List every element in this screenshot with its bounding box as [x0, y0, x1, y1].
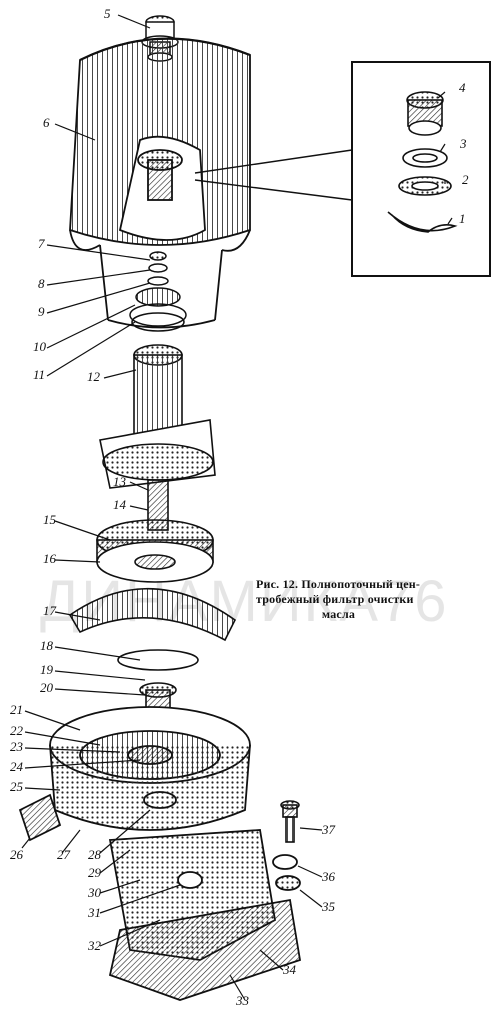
callout-1: 4: [459, 80, 466, 95]
rotor-cover-6: [69, 37, 251, 329]
callout-18: 18: [40, 638, 53, 653]
callout-3: 2: [462, 172, 469, 187]
callout-31: 31: [88, 905, 101, 920]
callout-35: 35: [322, 899, 335, 914]
callout-13: 13: [113, 474, 126, 489]
callout-15: 15: [43, 512, 56, 527]
callout-8: 8: [38, 276, 45, 291]
caption-line-1: Рис. 12. Полнопоточный цен-: [256, 577, 421, 591]
callout-28: 28: [88, 847, 101, 862]
callout-32: 32: [88, 938, 101, 953]
callout-11: 11: [33, 367, 46, 382]
callout-20: 20: [40, 680, 53, 695]
callout-23: 23: [10, 739, 23, 754]
detail-inset: [194, 61, 491, 277]
callout-26: 26: [10, 847, 23, 862]
callout-9: 9: [38, 304, 45, 319]
callout-37: 37: [322, 822, 335, 837]
callout-22: 22: [10, 723, 23, 738]
callout-14: 14: [113, 497, 126, 512]
callout-29: 29: [88, 865, 101, 880]
callout-2: 3: [460, 136, 467, 151]
callout-7: 7: [38, 236, 45, 251]
caption-line-2: тробежный фильтр очистки: [256, 592, 414, 606]
watermark: ДИНАМИКА76: [40, 569, 449, 634]
callout-30: 30: [88, 885, 101, 900]
callout-19: 19: [40, 662, 53, 677]
caption-line-3: масла: [321, 607, 356, 621]
callout-36: 36: [322, 869, 335, 884]
disc-15-16: [96, 519, 214, 583]
callout-10: 10: [33, 339, 46, 354]
leader-lines: [21, 14, 453, 1001]
callout-34: 34: [283, 962, 296, 977]
bolt-37: [280, 800, 300, 843]
callout-24: 24: [10, 759, 23, 774]
callout-5: 5: [104, 6, 111, 21]
housing-21-28: [18, 706, 251, 842]
callout-33: 33: [236, 993, 249, 1008]
callout-21: 21: [10, 702, 23, 717]
callout-12: 12: [87, 369, 100, 384]
callout-6: 6: [43, 115, 50, 130]
base-29-35: [108, 829, 302, 1001]
callout-4: 1: [459, 211, 466, 226]
small-parts-7-11: [129, 251, 187, 332]
callout-27: 27: [57, 847, 70, 862]
callout-25: 25: [10, 779, 23, 794]
callout-16: 16: [43, 551, 56, 566]
callout-17: 17: [43, 603, 56, 618]
figure-caption: Рис. 12. Полнопоточный цен- тробежный фи…: [256, 577, 451, 622]
